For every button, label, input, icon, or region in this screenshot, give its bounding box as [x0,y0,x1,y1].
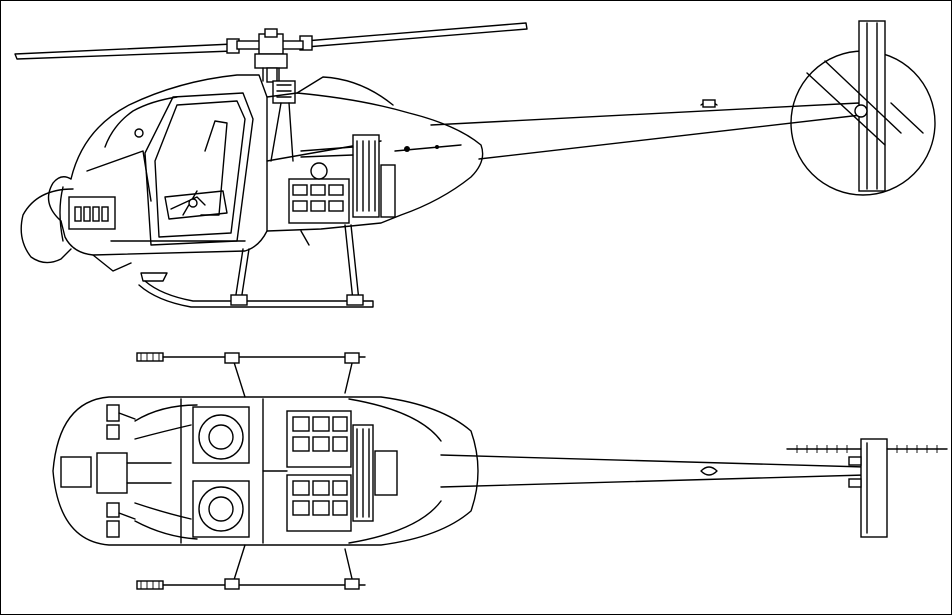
plan-tail-rotor [786,438,948,538]
side-view [14,20,936,308]
rotor-head [254,28,296,162]
plan-tail-boom [440,454,866,488]
plan-seats [106,404,250,540]
landing-gear [138,224,374,308]
plan-skids [136,352,366,590]
tail-rotor [790,20,936,196]
fuselage [20,74,268,272]
plan-view [52,352,948,590]
plan-engine [262,410,398,532]
plan-fuselage [52,396,479,546]
engine-bay [266,76,484,246]
